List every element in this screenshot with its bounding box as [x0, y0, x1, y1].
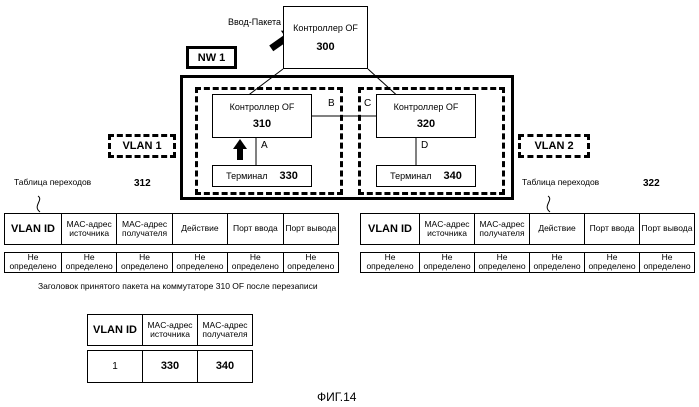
leader-312 [37, 196, 40, 212]
vlan-2-label: VLAN 2 [518, 134, 590, 158]
right-flow-table-values: Не определено Не определено Не определен… [360, 252, 695, 273]
left-val-mac-src: Не определено [62, 253, 117, 273]
left-table-title: Таблица переходов [14, 177, 91, 187]
right-val-vlan-id: Не определено [361, 253, 420, 273]
left-col-mac-src: MAC-адрес источника [62, 214, 117, 245]
link-label-b: B [328, 98, 335, 109]
packet-val-mac-dst: 340 [198, 351, 253, 383]
top-controller-label: Контроллер OF [293, 23, 358, 33]
top-controller-box: Контроллер OF 300 [283, 6, 368, 69]
switch-310-box: Контроллер OF 310 [212, 94, 312, 138]
link-label-a: A [261, 140, 268, 151]
terminal-340-label: Терминал [390, 171, 431, 181]
left-col-mac-dst: MAC-адрес получателя [117, 214, 172, 245]
right-flow-table-header: VLAN ID MAC-адрес источника MAC-адрес по… [360, 213, 695, 245]
top-controller-number: 300 [316, 41, 334, 53]
terminal-330-label: Терминал [226, 171, 267, 181]
left-val-vlan-id: Не определено [5, 253, 62, 273]
left-flow-table-values: Не определено Не определено Не определен… [4, 252, 339, 273]
packet-in-label: Ввод-Пакета [228, 17, 281, 27]
right-col-mac-dst: MAC-адрес получателя [475, 214, 530, 245]
left-col-vlan-id: VLAN ID [5, 214, 62, 245]
right-col-action: Действие [530, 214, 585, 245]
left-val-action: Не определено [172, 253, 227, 273]
switch-320-number: 320 [417, 118, 435, 130]
network-label: NW 1 [186, 46, 237, 69]
terminal-330-number: 330 [280, 170, 298, 182]
right-val-action: Не определено [530, 253, 585, 273]
left-val-mac-dst: Не определено [117, 253, 172, 273]
packet-header-table-header: VLAN ID MAC-адрес источника MAC-адрес по… [87, 314, 253, 346]
right-col-mac-src: MAC-адрес источника [420, 214, 475, 245]
terminal-340-box: Терминал 340 [376, 165, 476, 187]
right-table-title: Таблица переходов [522, 177, 599, 187]
left-table-number: 312 [134, 178, 151, 189]
link-label-d: D [421, 140, 428, 151]
link-label-c: C [364, 98, 371, 109]
terminal-330-box: Терминал 330 [212, 165, 312, 187]
left-col-in-port: Порт ввода [228, 214, 283, 245]
right-col-in-port: Порт ввода [585, 214, 640, 245]
right-col-out-port: Порт вывода [640, 214, 695, 245]
left-col-action: Действие [172, 214, 227, 245]
right-val-in-port: Не определено [585, 253, 640, 273]
packet-col-mac-dst: MAC-адрес получателя [198, 315, 253, 346]
switch-310-label: Контроллер OF [230, 102, 295, 112]
right-val-mac-dst: Не определено [475, 253, 530, 273]
left-val-in-port: Не определено [228, 253, 283, 273]
right-val-out-port: Не определено [640, 253, 695, 273]
terminal-340-number: 340 [444, 170, 462, 182]
switch-320-label: Контроллер OF [394, 102, 459, 112]
right-col-vlan-id: VLAN ID [361, 214, 420, 245]
switch-320-box: Контроллер OF 320 [376, 94, 476, 138]
packet-val-mac-src: 330 [143, 351, 198, 383]
packet-col-vlan-id: VLAN ID [88, 315, 143, 346]
figure-label: ФИГ.14 [317, 390, 356, 404]
right-table-number: 322 [643, 178, 660, 189]
right-val-mac-src: Не определено [420, 253, 475, 273]
packet-val-vlan-id: 1 [88, 351, 143, 383]
switch-310-number: 310 [253, 118, 271, 130]
leader-322 [547, 196, 550, 212]
packet-col-mac-src: MAC-адрес источника [143, 315, 198, 346]
vlan-1-label: VLAN 1 [108, 134, 176, 158]
packet-header-caption: Заголовок принятого пакета на коммутатор… [38, 281, 318, 291]
left-col-out-port: Порт вывода [283, 214, 338, 245]
left-flow-table-header: VLAN ID MAC-адрес источника MAC-адрес по… [4, 213, 339, 245]
packet-header-table-values: 1 330 340 [87, 350, 253, 383]
left-val-out-port: Не определено [283, 253, 338, 273]
